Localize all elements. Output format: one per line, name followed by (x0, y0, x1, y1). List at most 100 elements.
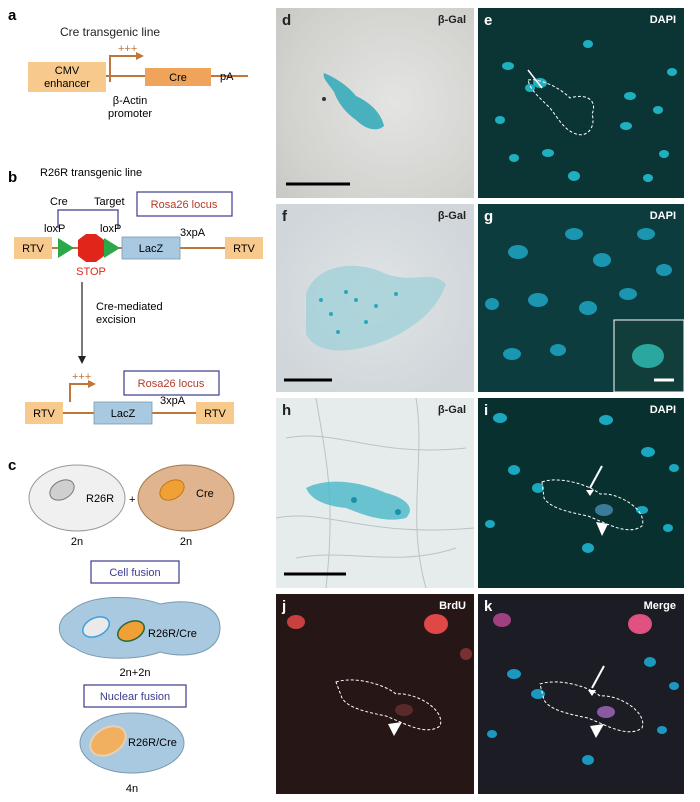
micrograph-h-art (276, 398, 474, 588)
stain-label-h: β-Gal (437, 404, 466, 416)
rosa26-locus-label-2: Rosa26 locus (138, 378, 205, 390)
micrograph-k-art (487, 613, 679, 765)
polya-label-b2: 3xpA (160, 395, 186, 407)
rosa26-locus-box-2 (123, 370, 220, 396)
micrograph-i: i DAPI (478, 398, 684, 588)
rtv-left-label: RTV (22, 243, 44, 255)
cell-plus: + (129, 494, 135, 506)
promoter-label: promoter (108, 108, 152, 120)
panel-label-b: b (8, 169, 17, 186)
rtv-right-box (225, 237, 263, 259)
lacz-box-b (121, 236, 181, 260)
stain-label-d: β-Gal (437, 14, 466, 26)
micrograph-f: f β-Gal (276, 204, 474, 392)
lacz-box-b2 (93, 401, 153, 425)
loxp-right-label: loxP (100, 223, 121, 235)
excision-label-1: Cre-mediated (96, 301, 163, 313)
stop-hexagon (78, 234, 104, 262)
panel-label-g: g (484, 208, 494, 225)
promoter-arrowhead-b (88, 380, 96, 388)
panel-label-d: d (282, 12, 292, 29)
rtv-right-label: RTV (233, 243, 255, 255)
cre-line-title: Cre transgenic line (60, 25, 160, 39)
loxp-left-triangle (58, 238, 74, 258)
beta-actin-label: β-Actin (113, 95, 147, 107)
stain-label-g: DAPI (649, 210, 676, 222)
stain-label-k: Merge (643, 600, 676, 612)
promoter-arrowhead-a (136, 52, 144, 60)
cre-gene-label: Cre (169, 72, 187, 84)
stain-label-j: BrdU (439, 600, 466, 612)
panel-label-e: e (484, 12, 493, 29)
lacz-label-b: LacZ (139, 243, 164, 255)
cell-fusion-label: Cell fusion (109, 567, 160, 579)
panel-label-k: k (484, 598, 493, 615)
excision-arrowhead (78, 356, 86, 364)
ploidy-4n: 4n (126, 783, 138, 795)
promoter-arrow-b (69, 383, 88, 402)
fused-r26r-nucleus (82, 616, 110, 638)
stain-label-i: DAPI (649, 404, 676, 416)
cell-fusion-box (90, 560, 180, 584)
micrograph-j: j BrdU (276, 594, 474, 794)
fused-nucleus (89, 725, 127, 757)
micrograph-j-art (287, 614, 472, 736)
target-bracket-label: Target (94, 196, 125, 208)
nuclear-fusion-box (83, 684, 187, 708)
stop-label: STOP (76, 266, 106, 278)
lacz-label-b2: LacZ (111, 408, 136, 420)
cre-target-bracket (57, 209, 119, 228)
cre-cell-label: Cre (196, 488, 214, 500)
excision-label-2: excision (96, 314, 136, 326)
cmv-enhancer-box (28, 62, 106, 92)
micrograph-e-art (495, 40, 677, 182)
micrograph-i-art (485, 413, 679, 553)
nuclear-fused-label: R26R/Cre (128, 737, 177, 749)
cre-cell (137, 464, 235, 532)
panel-label-f: f (282, 208, 287, 225)
panel-label-i: i (484, 402, 489, 419)
rtv-left-label-2: RTV (33, 408, 55, 420)
panel-label-c: c (8, 457, 16, 474)
rosa26-locus-label: Rosa26 locus (151, 199, 218, 211)
stain-label-e: DAPI (649, 14, 676, 26)
micrograph-d-art (286, 73, 384, 186)
enhancer-label: enhancer (44, 78, 90, 90)
rtv-left-box (14, 237, 52, 259)
nuclear-fusion-label: Nuclear fusion (100, 691, 170, 703)
fused-cell-label: R26R/Cre (148, 628, 197, 640)
cre-gene-box (145, 68, 211, 86)
loxp-left-label: loxP (44, 223, 65, 235)
loxp-right-triangle (104, 238, 120, 258)
micrograph-g-art (485, 228, 684, 392)
cmv-label: CMV (55, 65, 80, 77)
rosa26-locus-box (136, 191, 233, 217)
micrograph-h: h β-Gal (276, 398, 474, 588)
ploidy-r26r: 2n (71, 536, 83, 548)
panel-label-h: h (282, 402, 292, 419)
rtv-right-label-2: RTV (204, 408, 226, 420)
polya-label-b: 3xpA (180, 227, 206, 239)
micrograph-f-art (284, 265, 446, 382)
promoter-arrow-a (109, 55, 136, 82)
cre-nucleus (159, 479, 185, 501)
promoter-plus-a: +++ (118, 43, 137, 55)
r26r-line-title: R26R transgenic line (40, 167, 142, 179)
ploidy-fused: 2n+2n (120, 667, 151, 679)
micrograph-g: g DAPI (478, 204, 684, 392)
r26r-cell (28, 464, 126, 532)
micrograph-d: d β-Gal (276, 8, 474, 198)
promoter-plus-b: +++ (72, 371, 91, 383)
r26r-nucleus (49, 479, 75, 501)
rtv-right-box-2 (196, 402, 234, 424)
panel-label-a: a (8, 7, 17, 24)
schematic-column: a Cre transgenic line +++ CMV enhancer C… (8, 7, 263, 795)
pa-label: pA (220, 71, 234, 83)
fused-cre-nucleus (117, 620, 145, 642)
panel-label-j: j (282, 598, 287, 615)
ploidy-cre: 2n (180, 536, 192, 548)
cre-bracket-label: Cre (50, 196, 68, 208)
stain-label-f: β-Gal (437, 210, 466, 222)
r26r-cell-label: R26R (86, 493, 114, 505)
micrograph-k: k Merge (478, 594, 684, 794)
